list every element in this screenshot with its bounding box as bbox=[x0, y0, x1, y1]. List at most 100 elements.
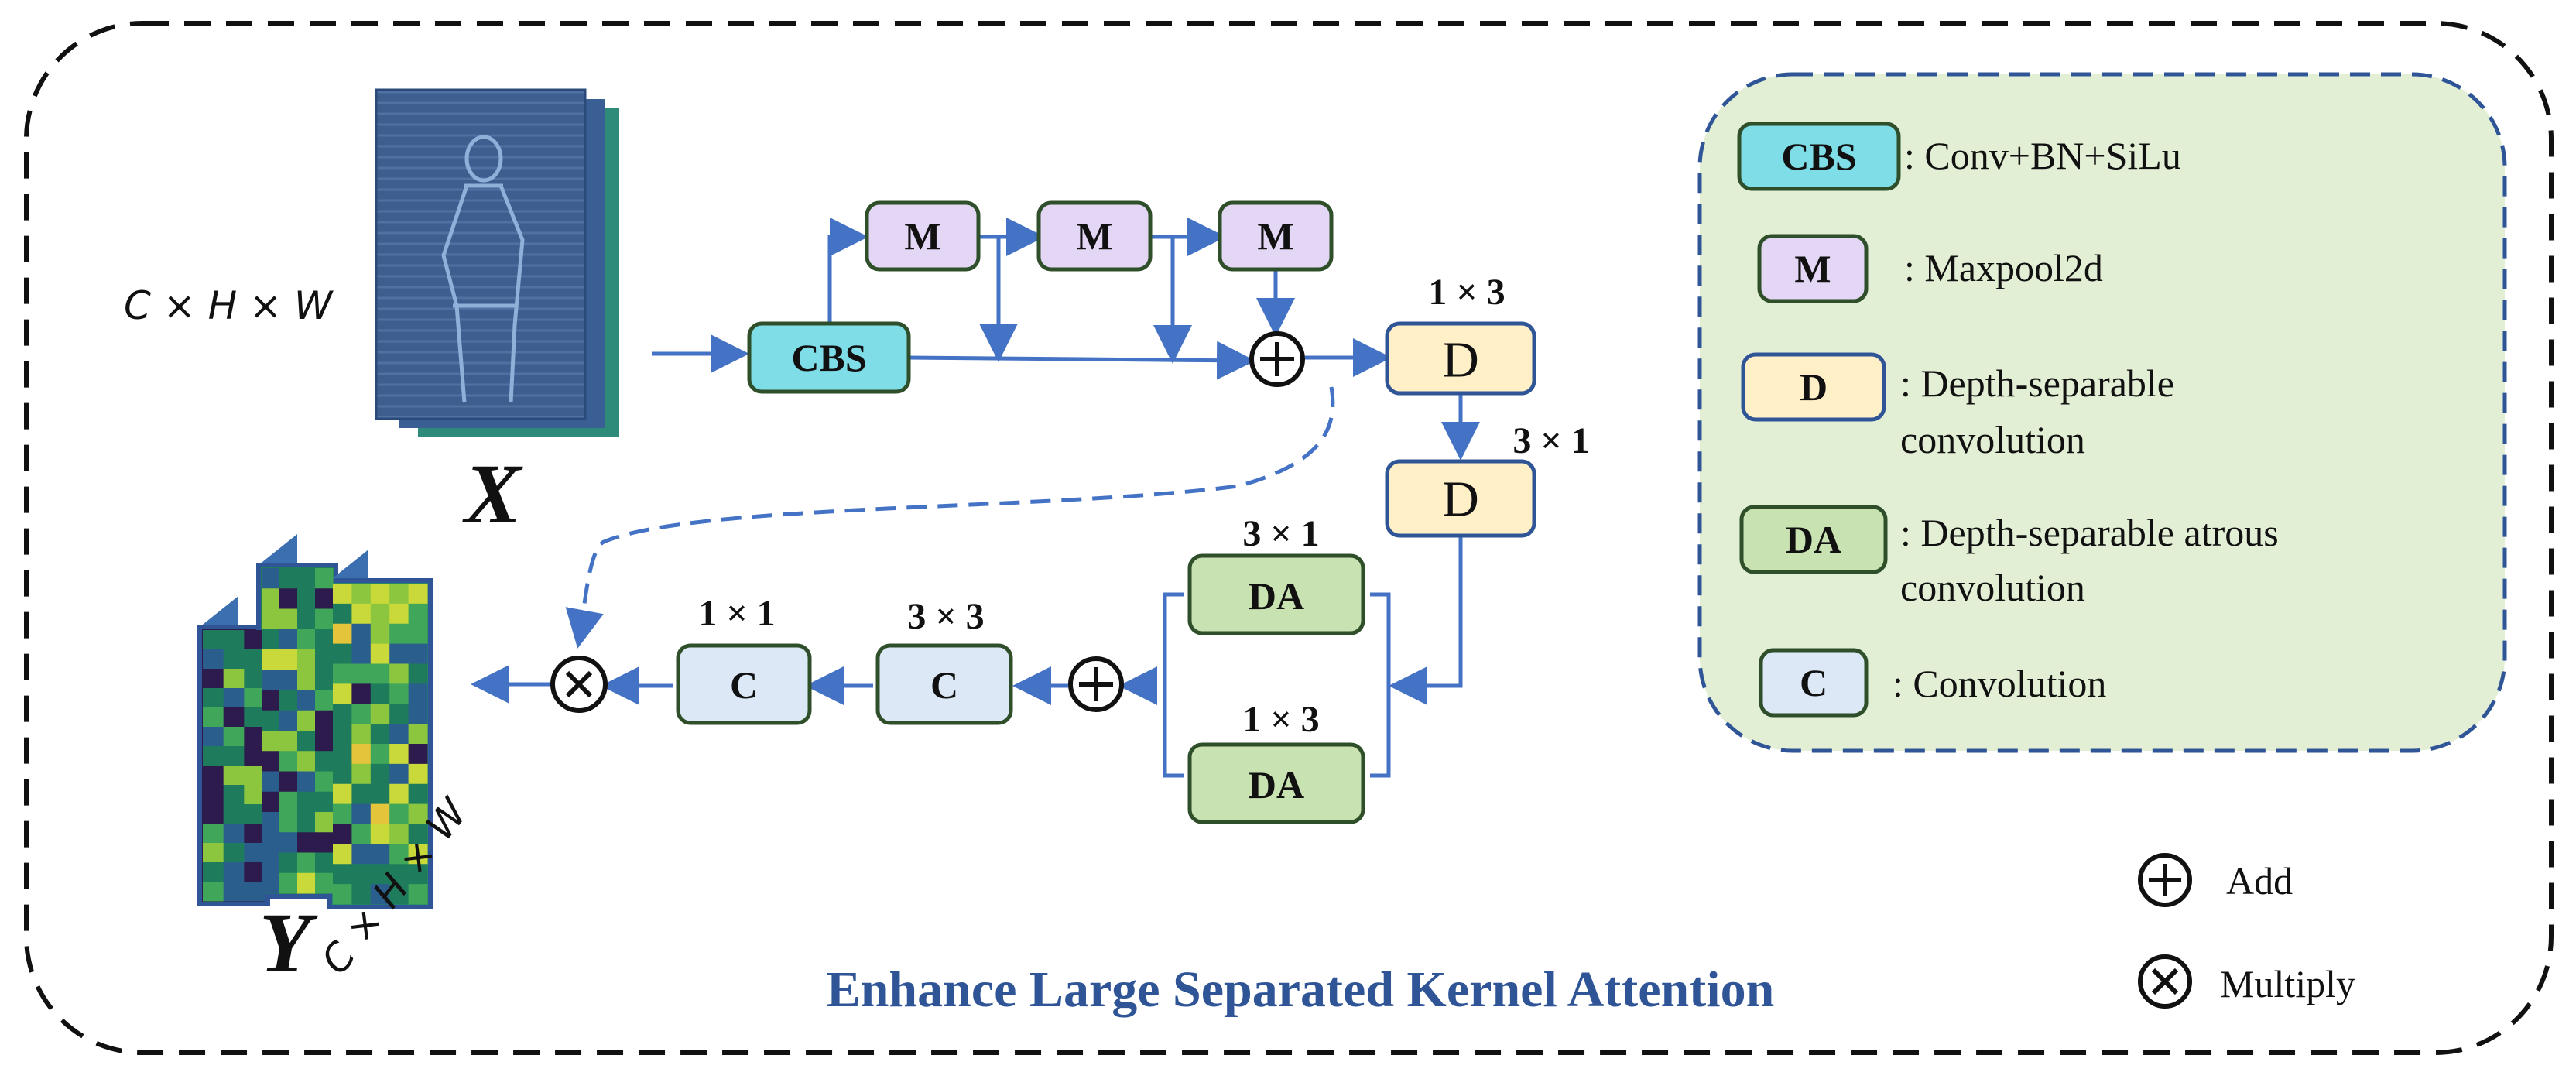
depthwise-block-2-kernel: 3 × 1 bbox=[1512, 420, 1589, 461]
atrous-block-2: DA bbox=[1187, 742, 1365, 824]
da-bracket bbox=[1163, 592, 1391, 778]
heatmap-cell bbox=[244, 630, 265, 650]
heatmap-cell bbox=[333, 824, 352, 844]
heatmap-cell bbox=[408, 763, 428, 785]
input-feature-map bbox=[375, 88, 619, 437]
legend-item-d: D : Depth-separable convolution bbox=[1741, 352, 2174, 461]
heatmap-cell bbox=[408, 683, 428, 704]
connections bbox=[471, 218, 1480, 705]
legend-text-da-1: : Depth-separable atrous bbox=[1900, 511, 2279, 554]
legend-item-da: DA : Depth-separable atrous convolution bbox=[1739, 505, 2279, 609]
heatmap-cell bbox=[370, 763, 390, 785]
heatmap-cell bbox=[389, 704, 409, 724]
heatmap-cell bbox=[297, 852, 316, 874]
atrous-block-2-label: DA bbox=[1249, 763, 1304, 807]
heatmap-cell bbox=[370, 584, 390, 605]
legend-text-m: : Maxpool2d bbox=[1904, 246, 2103, 289]
legend-panel bbox=[1697, 72, 2507, 753]
heatmap-cell bbox=[262, 710, 280, 731]
maxpool-block-1: M bbox=[865, 200, 981, 272]
heatmap-cell bbox=[262, 751, 280, 772]
heatmap-cell bbox=[370, 803, 390, 824]
maxpool-block-2: M bbox=[1036, 200, 1153, 272]
heatmap-cell bbox=[223, 785, 245, 805]
heatmap-cell bbox=[315, 852, 334, 874]
heatmap-cell bbox=[408, 744, 428, 765]
heatmap-cell bbox=[297, 832, 316, 853]
heatmap-cell bbox=[370, 824, 390, 844]
heatmap-cell bbox=[408, 824, 428, 844]
heatmap-cell bbox=[389, 724, 409, 745]
heatmap-cell bbox=[203, 804, 224, 824]
heatmap-cell bbox=[297, 731, 316, 752]
relief-figure-icon bbox=[441, 135, 525, 403]
legend-box-c bbox=[1759, 648, 1869, 718]
add-node-branch bbox=[1068, 656, 1124, 712]
heatmap-cell bbox=[297, 872, 316, 894]
heatmap-cell bbox=[297, 791, 316, 813]
heatmap-cell bbox=[244, 669, 265, 689]
heatmap-cell bbox=[315, 629, 334, 650]
heatmap-cell bbox=[262, 690, 280, 711]
heatmap-cell bbox=[333, 663, 352, 684]
heatmap-cell bbox=[389, 763, 409, 785]
heatmap-cell bbox=[315, 710, 334, 731]
heatmap-cell bbox=[389, 623, 409, 645]
heatmap-cell bbox=[279, 872, 298, 894]
legend-box-d bbox=[1741, 352, 1886, 422]
heatmap-cell bbox=[203, 669, 224, 689]
heatmap-cell bbox=[333, 783, 352, 805]
legend-box-m bbox=[1757, 234, 1869, 303]
maxpool-block-3: M bbox=[1218, 200, 1334, 272]
heatmap-cell bbox=[408, 643, 428, 664]
heatmap-cell bbox=[315, 588, 334, 609]
heatmap-cell bbox=[223, 766, 245, 786]
heatmap-cell bbox=[351, 603, 372, 625]
heatmap-cell bbox=[351, 783, 372, 805]
add-icon bbox=[2138, 853, 2192, 907]
heatmap-cell bbox=[408, 663, 428, 684]
heatmap-cell bbox=[244, 707, 265, 728]
heatmap-cell bbox=[408, 704, 428, 724]
heatmap-cell bbox=[297, 771, 316, 793]
heatmap-cell bbox=[315, 872, 334, 894]
depthwise-block-1-kernel: 1 × 3 bbox=[1428, 272, 1505, 313]
heatmap-cell bbox=[351, 724, 372, 745]
legend-add-label: Add bbox=[2226, 859, 2293, 903]
heatmap-cell bbox=[244, 804, 265, 824]
maxpool-block-2-label: M bbox=[1076, 214, 1112, 258]
heatmap-cell bbox=[244, 649, 265, 670]
cbs-block: CBS bbox=[747, 321, 911, 394]
heatmap-cell bbox=[408, 884, 428, 905]
heatmap-cell bbox=[244, 862, 265, 882]
heatmap-cell bbox=[203, 727, 224, 747]
legend-text-d-2: convolution bbox=[1900, 418, 2085, 461]
heatmap-cell bbox=[351, 763, 372, 785]
heatmap-cell bbox=[389, 643, 409, 664]
conv-block-3x3: C bbox=[875, 643, 1013, 725]
heatmap-cell bbox=[262, 791, 280, 813]
depthwise-block-2: D bbox=[1385, 459, 1536, 538]
heatmap-cell bbox=[203, 746, 224, 766]
heatmap-cell bbox=[203, 766, 224, 786]
heatmap-cell bbox=[223, 746, 245, 766]
heatmap-cell bbox=[370, 724, 390, 745]
heatmap-cell bbox=[203, 649, 224, 670]
legend-multiply-label: Multiply bbox=[2220, 962, 2355, 1005]
heatmap-cell bbox=[262, 649, 280, 670]
heatmap-cell bbox=[333, 623, 352, 645]
atrous-block-1-kernel: 3 × 1 bbox=[1242, 513, 1319, 554]
legend-text-c: : Convolution bbox=[1893, 662, 2106, 705]
heatmap-cell bbox=[223, 804, 245, 824]
input-dims: C × H × W bbox=[124, 283, 334, 328]
heatmap-cell bbox=[315, 608, 334, 630]
heatmap-cell bbox=[279, 731, 298, 752]
heatmap-cell bbox=[262, 670, 280, 690]
heatmap-cell bbox=[279, 832, 298, 853]
heatmap-cell bbox=[279, 568, 298, 589]
heatmap-cell bbox=[408, 783, 428, 805]
heatmap-cell bbox=[389, 663, 409, 684]
heatmap-cell bbox=[244, 688, 265, 708]
heatmap-cell bbox=[297, 710, 316, 731]
